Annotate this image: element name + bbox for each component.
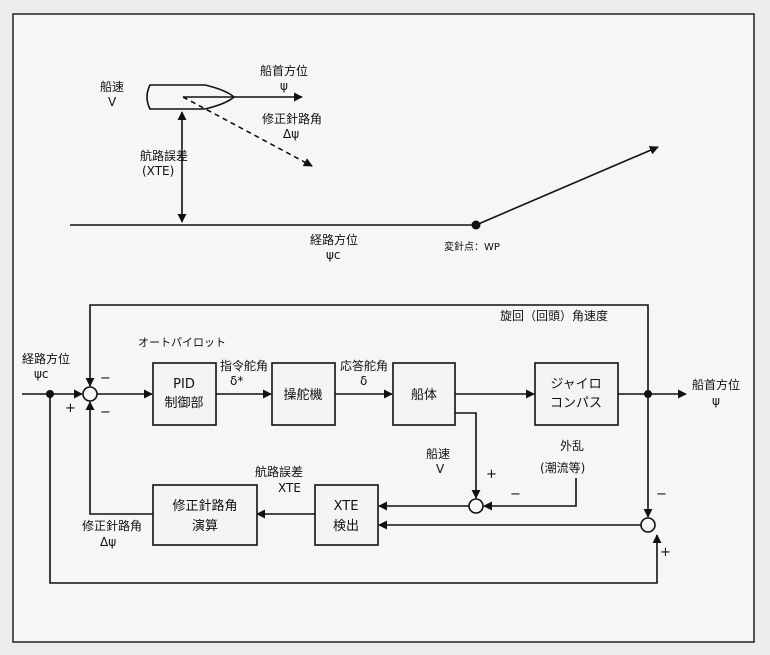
corr-calc-label-2: 演算 xyxy=(192,518,218,534)
disturbance-arrow xyxy=(483,478,577,511)
pid-label-2: 制御部 xyxy=(164,396,203,411)
summing-junction-2 xyxy=(468,498,484,514)
xte-detect-label-2: 検出 xyxy=(333,519,359,534)
heading-output-symbol: ψ xyxy=(712,394,720,408)
correction-feedback xyxy=(85,401,153,515)
pid-label-1: PID xyxy=(173,377,195,392)
route-bearing-feedback xyxy=(49,394,662,584)
correction-angle-label: 修正針路角 xyxy=(262,111,322,126)
gyro-label-1: ジャイロ xyxy=(550,377,601,392)
xte-abbr: (XTE) xyxy=(142,164,174,178)
correction-arrow xyxy=(182,96,313,167)
turn-rate-label: 旋回（回頭）角速度 xyxy=(500,308,608,323)
speed-symbol: V xyxy=(436,462,445,476)
hull-block xyxy=(392,362,456,426)
rudder-cmd-label: 指令舵角 xyxy=(220,358,268,373)
xte-signal-abbr: XTE xyxy=(278,481,301,495)
turn-rate-feedback xyxy=(85,304,649,394)
route-bearing-input-symbol: ψc xyxy=(34,367,49,381)
route-bearing-label: 経路方位 xyxy=(310,232,358,247)
sign-j3-top: − xyxy=(656,487,667,502)
steering-gear-label: 操舵機 xyxy=(283,387,322,403)
correction-calc-block xyxy=(152,484,258,546)
route-bearing-input-label: 経路方位 xyxy=(22,351,70,366)
speed-label: 船速 xyxy=(426,447,450,461)
pid-block xyxy=(152,362,217,426)
sign-j3-bottom: + xyxy=(660,545,671,560)
gyro-compass-block xyxy=(534,362,619,426)
ship-speed-symbol: V xyxy=(108,95,117,109)
ship-speed-label: 船速 xyxy=(100,80,124,94)
disturbance-label: 外乱 xyxy=(560,439,584,453)
route-bearing-symbol: ψc xyxy=(326,248,341,262)
corr-out-symbol: Δψ xyxy=(100,535,116,549)
sign-j1-left: + xyxy=(65,401,76,416)
xte-label: 航路誤差 xyxy=(140,148,188,163)
xte-signal-label: 航路誤差 xyxy=(255,464,303,479)
sign-j2-top: + xyxy=(486,467,497,482)
corr-calc-label-1: 修正針路角 xyxy=(172,498,237,514)
block-diagram: PID 制御部 操舵機 船体 ジャイロ コンパス XTE 検出 修正針路角 演算… xyxy=(22,304,740,584)
sign-j1-top: − xyxy=(100,371,111,386)
new-course-arrow xyxy=(475,146,659,226)
xte-detect-label-1: XTE xyxy=(334,499,359,514)
heading-output-label: 船首方位 xyxy=(692,377,740,392)
sign-j2-right: − xyxy=(510,487,521,502)
hull-label: 船体 xyxy=(411,388,437,403)
path-geometry-figure: 船速 V 船首方位 ψ 修正針路角 Δψ 航路誤差 (XTE) 経路方位 ψc … xyxy=(70,63,659,262)
rudder-resp-symbol: δ xyxy=(360,374,367,388)
steering-gear-block xyxy=(271,362,336,426)
disturbance-detail: (潮流等) xyxy=(540,460,585,475)
corr-out-label: 修正針路角 xyxy=(82,518,142,533)
rudder-cmd-symbol: δ* xyxy=(230,374,243,388)
xte-detect-block xyxy=(314,484,379,546)
heading-symbol: ψ xyxy=(280,79,288,93)
gyro-label-2: コンパス xyxy=(550,396,602,411)
rudder-resp-label: 応答舵角 xyxy=(340,358,388,373)
correction-angle-symbol: Δψ xyxy=(283,127,299,141)
heading-label: 船首方位 xyxy=(260,63,308,78)
speed-arrow xyxy=(455,412,481,499)
autopilot-label: オートパイロット xyxy=(138,336,226,349)
summing-junction-3 xyxy=(640,517,656,533)
sign-j1-bottom: − xyxy=(100,405,111,420)
waypoint-label: 変針点：WP xyxy=(444,240,500,253)
diagram-frame xyxy=(12,13,755,643)
summing-junction-1 xyxy=(82,386,98,402)
